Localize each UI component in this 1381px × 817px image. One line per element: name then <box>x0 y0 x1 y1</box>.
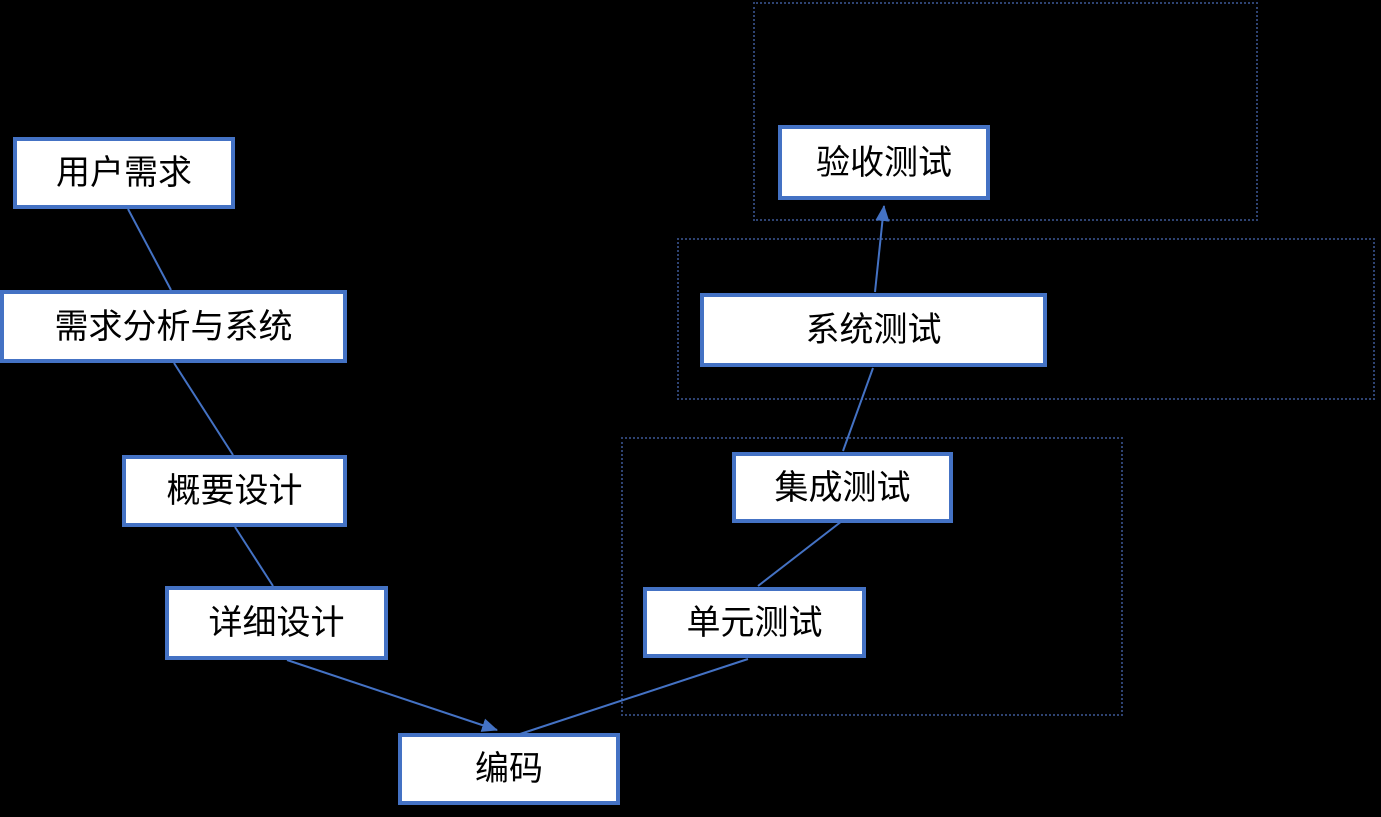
system-test-group-outline <box>677 238 1375 400</box>
node-high-level-design: 概要设计 <box>122 455 347 527</box>
connector-coding-to-unit-test <box>519 658 749 735</box>
connector-system-test-to-acceptance-test <box>874 205 890 293</box>
integration-unit-group-outline <box>621 437 1123 716</box>
connector-high-level-design-to-detailed-design <box>234 526 274 587</box>
node-system-test: 系统测试 <box>700 293 1047 367</box>
connector-unit-test-to-integration-test <box>757 520 843 587</box>
connector-detailed-design-to-coding <box>286 659 498 732</box>
node-requirements-analysis: 需求分析与系统 <box>0 290 347 363</box>
node-acceptance-test: 验收测试 <box>778 125 990 200</box>
node-coding: 编码 <box>398 733 620 805</box>
connector-requirements-analysis-to-high-level-design <box>173 362 234 456</box>
connector-user-requirements-to-requirements-analysis <box>127 208 172 291</box>
node-unit-test: 单元测试 <box>643 587 866 658</box>
node-integration-test: 集成测试 <box>732 452 953 523</box>
acceptance-test-group-outline <box>753 2 1258 221</box>
node-detailed-design: 详细设计 <box>165 586 388 660</box>
node-user-requirements: 用户需求 <box>13 137 235 209</box>
connector-integration-test-to-system-test <box>842 367 874 452</box>
